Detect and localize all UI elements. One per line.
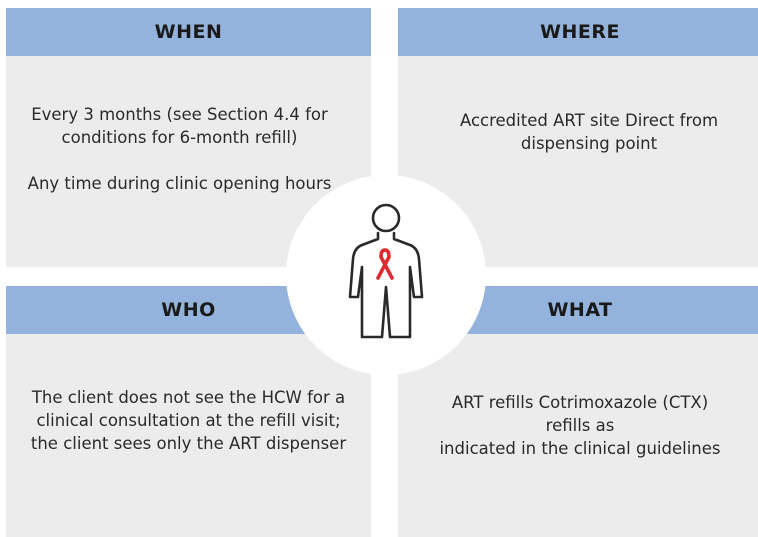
who-text-1: The client does not see the HCW for a cl… — [30, 388, 347, 453]
red-ribbon-icon — [376, 248, 394, 280]
where-body: Accredited ART site Direct from dispensi… — [398, 56, 758, 267]
where-text-1: Accredited ART site Direct from dispensi… — [459, 110, 719, 153]
who-body: The client does not see the HCW for a cl… — [6, 334, 371, 537]
person-with-red-ribbon-icon — [348, 203, 424, 339]
what-body: ART refills Cotrimoxazole (CTX) refills … — [398, 334, 758, 537]
where-header: WHERE — [398, 8, 758, 56]
when-body: Every 3 months (see Section 4.4 for cond… — [6, 56, 371, 267]
center-circle — [286, 175, 486, 375]
when-header: WHEN — [6, 8, 371, 56]
when-text-2: Any time during clinic opening hours — [27, 173, 332, 193]
when-text-1: Every 3 months (see Section 4.4 for cond… — [31, 104, 328, 147]
what-text-2: indicated in the clinical guidelines — [439, 439, 721, 458]
what-text-1: ART refills Cotrimoxazole (CTX) refills … — [451, 393, 709, 435]
when-panel: WHEN Every 3 months (see Section 4.4 for… — [6, 8, 371, 267]
